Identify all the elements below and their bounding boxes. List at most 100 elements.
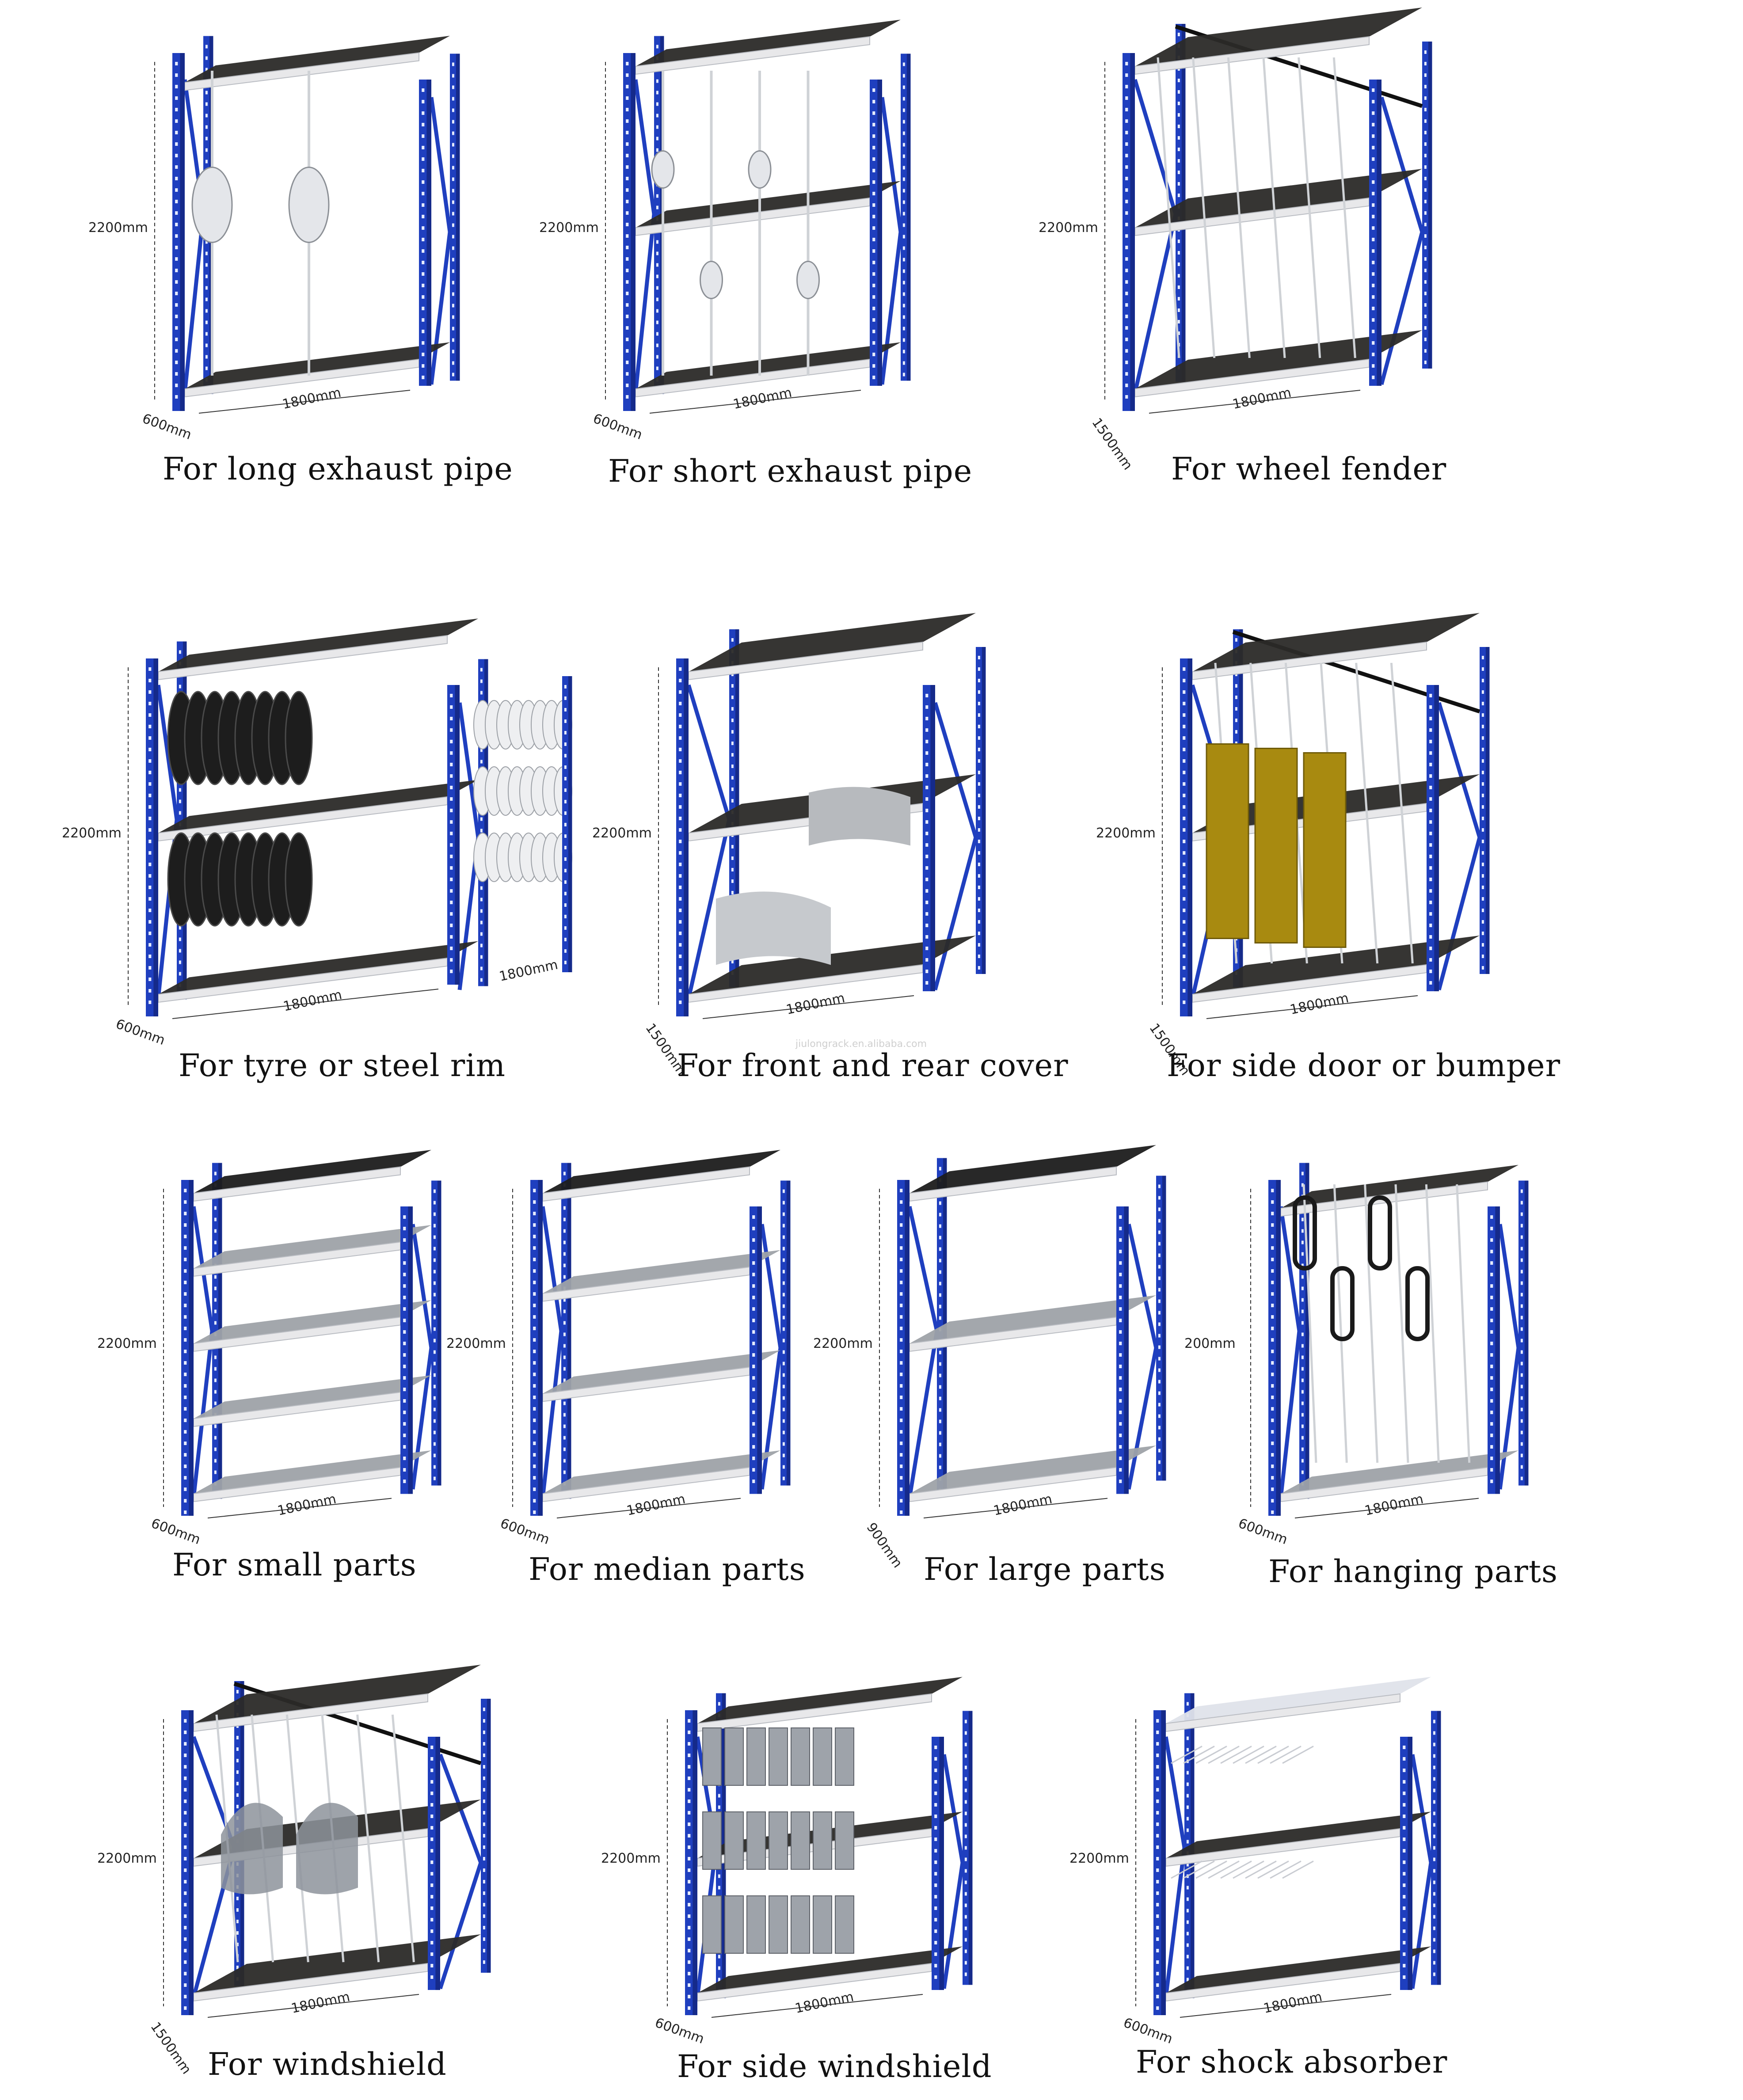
upright-slot (731, 707, 734, 711)
upright-slot (564, 811, 567, 815)
upright-slot (1372, 364, 1375, 368)
upright-slot (925, 694, 929, 697)
upright-side (568, 676, 572, 972)
upright-slot (1158, 1322, 1161, 1326)
upright-slot (656, 205, 658, 209)
upright-slot (148, 817, 152, 820)
upright-side (1377, 80, 1381, 386)
upright-slot (872, 215, 875, 218)
upright-slot (1372, 111, 1375, 115)
upright-slot (1156, 1868, 1159, 1872)
side-glass (835, 1811, 854, 1870)
upright-slot (688, 1995, 691, 1998)
upright-slot (1301, 1401, 1304, 1405)
upright-slot (731, 856, 734, 860)
upright-slot (679, 782, 682, 786)
upright-slot (175, 142, 178, 146)
upright-slot (900, 1361, 903, 1365)
upright-slot (1520, 1316, 1523, 1320)
upright-slot (656, 274, 658, 278)
hanging-hose (1330, 1266, 1355, 1341)
upright-slot (1372, 330, 1375, 333)
upright-slot (939, 1431, 941, 1435)
upright-side (455, 685, 460, 985)
height-label: 2200mm (1069, 1851, 1129, 1866)
upright-slot (925, 820, 929, 824)
upright-slot (679, 702, 682, 705)
wire-mesh (1171, 1746, 1203, 1764)
upright-slot (433, 1339, 436, 1343)
upright-slot (433, 1316, 436, 1320)
upright-slot (1271, 1407, 1274, 1411)
upright-slot (626, 200, 629, 203)
wire-mesh (1171, 1860, 1203, 1879)
wire-mesh (1220, 1746, 1252, 1764)
upright-slot (1119, 1480, 1122, 1483)
hanging-rod (1364, 1184, 1379, 1463)
upright-slot (1125, 131, 1128, 134)
depth-label: 600mm (114, 1016, 167, 1048)
upright-slot (1372, 341, 1375, 345)
upright-slot (1301, 1263, 1304, 1267)
upright-slot (452, 292, 454, 296)
upright-slot (1271, 1246, 1274, 1250)
upright-slot (1119, 1215, 1122, 1219)
upright-side (1524, 1180, 1529, 1486)
upright-slot (205, 320, 208, 324)
upright-slot (452, 373, 454, 377)
upright-slot (564, 880, 567, 884)
upright-slot (656, 91, 658, 95)
upright-slot (1301, 1447, 1304, 1451)
shelf-deck (185, 342, 450, 389)
upright-slot (939, 1373, 941, 1377)
upright-slot (433, 1442, 436, 1446)
upright-slot (1372, 88, 1375, 92)
length-label: 1800mm (992, 1491, 1054, 1519)
upright-slot (450, 878, 453, 881)
upright-slot (1119, 1284, 1122, 1288)
upright-slot (626, 395, 629, 399)
upright-slot (782, 1442, 785, 1446)
upright-slot (626, 292, 629, 295)
upright-slot (688, 1937, 691, 1941)
upright-slot (533, 1223, 536, 1227)
upright-slot (184, 1350, 187, 1353)
cover-panel (809, 787, 910, 846)
upright-slot (1424, 246, 1427, 249)
upright-slot (731, 730, 734, 734)
upright-slot (626, 234, 629, 238)
upright-slot (1177, 171, 1180, 174)
wire-mesh (1257, 1860, 1289, 1879)
upright-slot (782, 1304, 785, 1308)
upright-slot (679, 794, 682, 797)
upright-slot (1183, 920, 1186, 924)
upright-slot (1186, 1920, 1189, 1924)
hanging-rod (1390, 662, 1414, 964)
upright-slot (1429, 901, 1432, 904)
upright-slot (184, 1914, 187, 1918)
upright-slot (1433, 1915, 1435, 1919)
upright-slot (964, 1823, 967, 1827)
upright-slot (1372, 123, 1375, 126)
upright-slot (184, 1430, 187, 1434)
upright-slot (872, 100, 875, 103)
upright-slot (752, 1238, 755, 1242)
wire-mesh (1233, 1860, 1264, 1879)
upright-slot (148, 667, 152, 671)
upright-slot (214, 1206, 217, 1210)
upright-slot (925, 832, 929, 835)
upright-slot (1301, 1367, 1304, 1371)
upright-slot (1119, 1307, 1122, 1311)
upright-slot (1481, 656, 1484, 659)
upright-slot (1520, 1327, 1523, 1331)
upright-slot (1156, 1880, 1159, 1883)
upright-slot (1119, 1399, 1122, 1403)
upright-slot (1158, 1334, 1161, 1338)
upright-slot (902, 200, 905, 204)
upright-slot (1481, 667, 1484, 671)
upright-slot (422, 169, 425, 172)
upright-slot (900, 1200, 903, 1204)
upright-slot (1186, 1978, 1189, 1982)
